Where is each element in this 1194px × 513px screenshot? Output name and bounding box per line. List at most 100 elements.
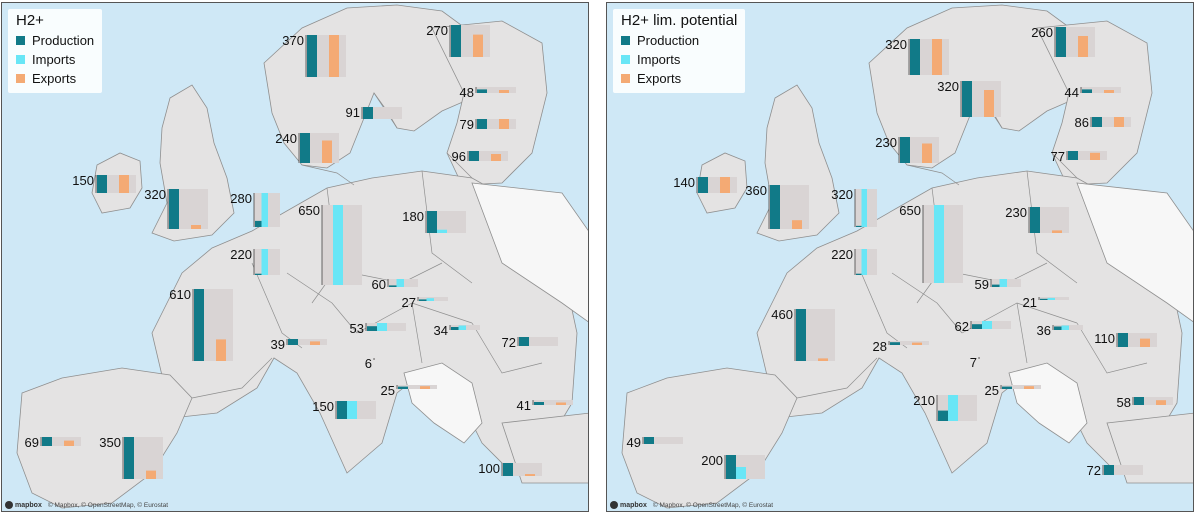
marker-value-label: 79 [460, 117, 474, 132]
country-marker[interactable]: 72 [502, 335, 558, 350]
country-marker[interactable]: 370 [282, 33, 346, 77]
country-marker[interactable]: 140 [673, 175, 737, 193]
country-marker[interactable]: 230 [875, 135, 939, 163]
country-marker[interactable]: 220 [831, 247, 877, 275]
attribution-text[interactable]: © Mapbox, © OpenStreetMap, © Eurostat [47, 501, 169, 509]
country-marker[interactable]: 59 [975, 277, 1021, 292]
country-border [421, 170, 473, 284]
country-marker[interactable]: 230 [1005, 205, 1069, 233]
exports-bar [499, 90, 509, 93]
exports-bar [984, 90, 994, 117]
legend-item-production: Production [621, 31, 737, 50]
map-panel-h2plus: 370 270 91 48 79 240 96 150 320 280 650 180 220 60 27 6… [1, 2, 589, 512]
country-marker[interactable]: 200 [701, 453, 765, 479]
country-marker[interactable]: 100 [478, 461, 542, 476]
legend: H2+ lim. potential Production Imports Ex… [613, 9, 746, 93]
country-marker[interactable]: 96 [452, 149, 508, 164]
country-marker[interactable]: 49 [627, 435, 683, 450]
country-marker[interactable]: 69 [25, 435, 81, 450]
country-marker[interactable]: 360 [745, 183, 809, 229]
country-marker[interactable]: 210 [913, 393, 977, 421]
marker-value-label: 200 [701, 453, 723, 468]
marker-value-label: 48 [460, 85, 474, 100]
country-marker[interactable]: 53 [350, 321, 406, 336]
country-border [906, 164, 960, 186]
country-marker[interactable]: 350 [99, 435, 163, 479]
attribution: mapbox © Mapbox, © OpenStreetMap, © Euro… [610, 501, 773, 509]
legend-item-production: Production [16, 31, 94, 50]
marker-value-label: 39 [271, 337, 285, 352]
country-marker[interactable]: 150 [312, 399, 376, 419]
country-marker[interactable]: 44 [1065, 85, 1121, 100]
country-marker[interactable]: 77 [1051, 149, 1107, 164]
country-marker[interactable]: 36 [1037, 323, 1083, 338]
country-marker[interactable]: 320 [885, 37, 949, 75]
country-marker[interactable]: 180 [402, 209, 466, 233]
country-marker[interactable]: 48 [460, 85, 516, 100]
country-marker[interactable]: 91 [346, 105, 402, 120]
country-marker[interactable]: 150 [72, 173, 136, 193]
country-marker[interactable]: 240 [275, 131, 339, 163]
production-bar [1054, 326, 1062, 330]
production-bar [427, 211, 437, 233]
country-marker[interactable]: 320 [144, 187, 208, 229]
europe-map[interactable]: 370 270 91 48 79 240 96 150 320 280 650 180 220 60 27 6… [2, 3, 589, 512]
country-marker[interactable]: 220 [230, 247, 280, 275]
country-marker[interactable]: 270 [426, 23, 490, 57]
imports-bar [1047, 297, 1055, 300]
production-bar [367, 326, 377, 331]
country-marker[interactable]: 28 [873, 339, 929, 354]
land-balkans-non-model [1008, 362, 1088, 444]
country-border [191, 357, 273, 399]
country-marker[interactable]: 320 [831, 187, 877, 227]
production-bar [337, 401, 347, 419]
country-marker[interactable]: 650 [298, 203, 362, 285]
exports-bar [310, 341, 320, 345]
country-marker[interactable]: 610 [169, 287, 233, 361]
marker-value-label: 100 [478, 461, 500, 476]
mapbox-logo[interactable]: mapbox [610, 501, 647, 509]
marker-value-label: 320 [937, 79, 959, 94]
country-marker[interactable]: 7 [970, 355, 980, 370]
country-marker[interactable]: 41 [517, 398, 573, 413]
country-marker[interactable]: 280 [230, 191, 280, 227]
country-marker[interactable]: 58 [1117, 395, 1173, 410]
country-marker[interactable]: 39 [271, 337, 327, 352]
production-bar [419, 299, 427, 301]
marker-background [1081, 87, 1121, 93]
country-marker[interactable]: 25 [985, 383, 1041, 398]
marker-value-label: 27 [402, 295, 416, 310]
mapbox-logo[interactable]: mapbox [5, 501, 42, 509]
country-marker[interactable]: 110 [1094, 331, 1157, 347]
country-marker[interactable]: 86 [1075, 115, 1131, 130]
marker-value-label: 460 [771, 307, 793, 322]
country-marker[interactable]: 62 [955, 319, 1011, 334]
country-marker[interactable]: 72 [1087, 463, 1143, 478]
production-bar [300, 133, 310, 163]
exports-bar [1114, 117, 1124, 127]
exports-bar [1104, 90, 1114, 93]
marker-background [643, 437, 683, 444]
marker-background [1067, 151, 1107, 160]
country-marker[interactable]: 650 [899, 203, 963, 283]
country-marker[interactable]: 320 [937, 79, 1001, 117]
country-marker[interactable]: 27 [402, 295, 448, 310]
country-marker[interactable]: 25 [381, 383, 437, 398]
attribution-text[interactable]: © Mapbox, © OpenStreetMap, © Eurostat [652, 501, 774, 509]
exports-bar [1140, 338, 1150, 347]
country-marker[interactable]: 260 [1031, 25, 1095, 57]
country-marker[interactable]: 460 [771, 307, 835, 361]
land-layer [16, 4, 588, 509]
land-finland-baltics [431, 20, 548, 186]
legend: H2+ Production Imports Exports [8, 9, 103, 93]
production-bar [363, 107, 373, 119]
country-marker[interactable]: 79 [460, 117, 516, 132]
marker-value-label: 28 [873, 339, 887, 354]
country-marker[interactable]: 21 [1023, 295, 1069, 310]
country-marker[interactable]: 6 [365, 356, 375, 371]
country-marker[interactable]: 60 [372, 277, 418, 292]
country-marker[interactable]: 34 [434, 323, 480, 338]
marker-background [1091, 117, 1131, 127]
